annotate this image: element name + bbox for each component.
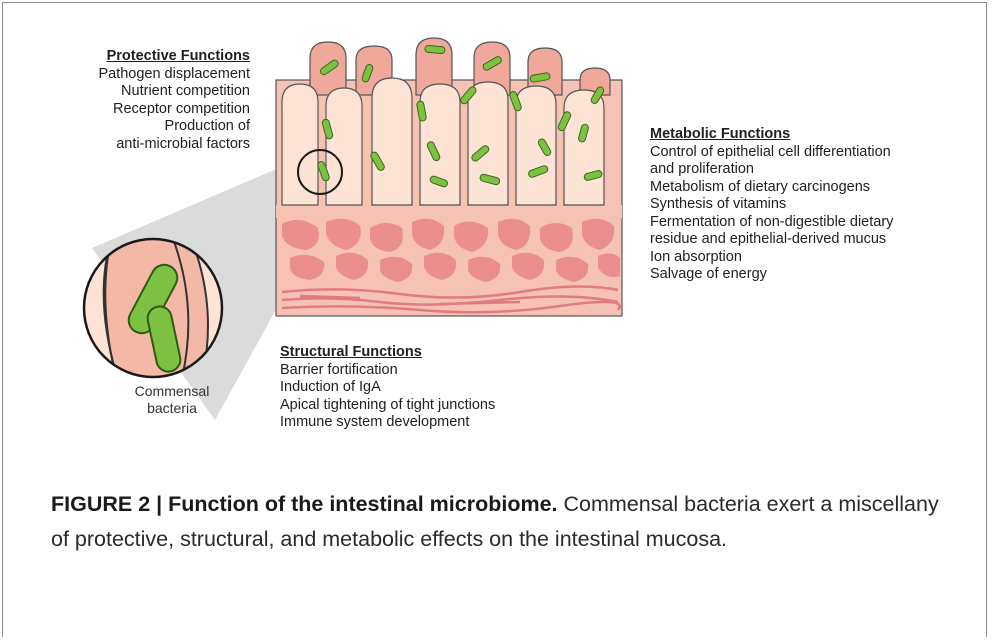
metabolic-functions-block: Metabolic Functions Control of epithelia…	[650, 126, 893, 284]
metabolic-item: Fermentation of non-digestible dietary	[650, 214, 893, 232]
structural-item: Induction of IgA	[280, 379, 495, 397]
caption-lead: FIGURE 2 | Function of the intestinal mi…	[51, 492, 558, 516]
metabolic-item: Control of epithelial cell differentiati…	[650, 144, 893, 162]
metabolic-item: Synthesis of vitamins	[650, 196, 893, 214]
protective-item: Nutrient competition	[40, 83, 250, 101]
structural-item: Immune system development	[280, 414, 495, 432]
protective-item: Pathogen displacement	[40, 66, 250, 84]
protective-item: anti-microbial factors	[40, 136, 250, 154]
metabolic-item: Ion absorption	[650, 249, 893, 267]
metabolic-item: residue and epithelial-derived mucus	[650, 231, 893, 249]
protective-functions-block: Protective Functions Pathogen displaceme…	[40, 48, 250, 153]
metabolic-item: Salvage of energy	[650, 266, 893, 284]
metabolic-functions-title: Metabolic Functions	[650, 126, 893, 144]
protective-functions-title: Protective Functions	[40, 48, 250, 66]
structural-item: Barrier fortification	[280, 362, 495, 380]
commensal-label-line: Commensal	[107, 383, 237, 400]
commensal-bacteria-label: Commensal bacteria	[107, 383, 237, 417]
protective-item: Receptor competition	[40, 101, 250, 119]
metabolic-item: Metabolism of dietary carcinogens	[650, 179, 893, 197]
metabolic-item: and proliferation	[650, 161, 893, 179]
structural-functions-title: Structural Functions	[280, 344, 495, 362]
structural-item: Apical tightening of tight junctions	[280, 397, 495, 415]
protective-item: Production of	[40, 118, 250, 136]
figure-caption: FIGURE 2 | Function of the intestinal mi…	[51, 487, 961, 557]
structural-functions-block: Structural Functions Barrier fortificati…	[280, 344, 495, 432]
commensal-label-line: bacteria	[107, 400, 237, 417]
